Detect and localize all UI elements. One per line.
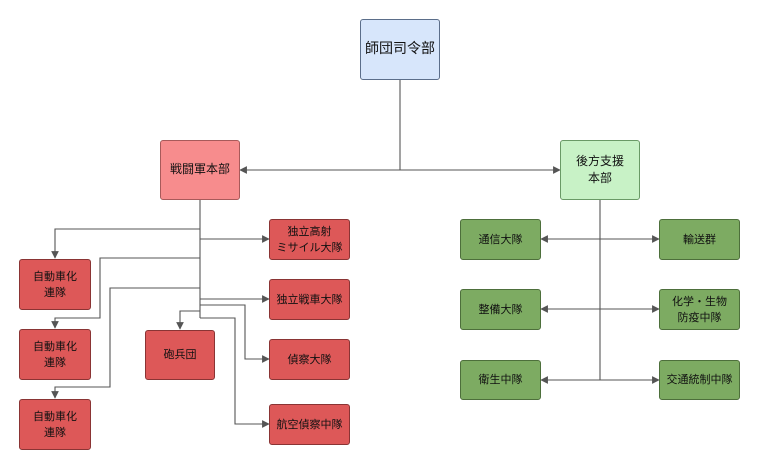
link-combat-mot1 [51,228,200,259]
transport-group-label: 輸送群 [683,232,716,246]
motorized-regiment-node-3: 自動車化 連隊 [19,399,91,450]
link-combat-airrecon [200,317,270,428]
combat-hq-label: 戦闘軍本部 [169,162,230,177]
link-combat-artillery [176,310,200,330]
link-combat-recon [200,304,270,363]
link-combat-mot2 [51,257,200,329]
tank-battalion-label: 独立戦車大隊 [276,292,343,306]
tank-battalion-node: 独立戦車大隊 [269,279,350,320]
signal-battalion-node: 通信大隊 [460,219,541,260]
combat-hq-node: 戦闘軍本部 [160,140,240,200]
medical-company-node: 衛生中隊 [460,360,541,400]
artillery-brigade-label: 砲兵団 [163,348,197,362]
link-combat-mot3 [51,287,200,399]
air-recon-company-node: 航空偵察中隊 [269,404,350,445]
aa-missile-battalion-label: 独立高射 ミサイル大隊 [276,224,343,254]
artillery-brigade-node: 砲兵団 [145,330,215,380]
transport-group-node: 輸送群 [659,219,740,260]
motorized-regiment-label: 自動車化 連隊 [33,409,77,439]
cbrn-company-label: 化学・生物 防疫中隊 [672,294,727,324]
aa-missile-battalion-node: 独立高射 ミサイル大隊 [269,219,350,260]
traffic-control-company-node: 交通統制中隊 [659,360,740,400]
maintenance-battalion-node: 整備大隊 [460,289,541,330]
division-hq-node: 師団司令部 [360,19,440,80]
medical-company-label: 衛生中隊 [478,373,523,387]
support-hq-label: 後方支援 本部 [575,153,624,185]
maintenance-battalion-label: 整備大隊 [478,302,523,316]
signal-battalion-label: 通信大隊 [478,232,523,246]
support-hq-node: 後方支援 本部 [560,140,640,200]
cbrn-company-node: 化学・生物 防疫中隊 [659,289,740,330]
motorized-regiment-label: 自動車化 連隊 [33,269,77,299]
motorized-regiment-label: 自動車化 連隊 [33,339,77,369]
traffic-control-company-label: 交通統制中隊 [666,373,733,387]
motorized-regiment-node-2: 自動車化 連隊 [19,329,91,380]
division-hq-label: 師団司令部 [365,41,435,58]
recon-battalion-node: 偵察大隊 [269,339,350,380]
motorized-regiment-node-1: 自動車化 連隊 [19,259,91,310]
air-recon-company-label: 航空偵察中隊 [276,417,343,431]
recon-battalion-label: 偵察大隊 [287,352,332,366]
